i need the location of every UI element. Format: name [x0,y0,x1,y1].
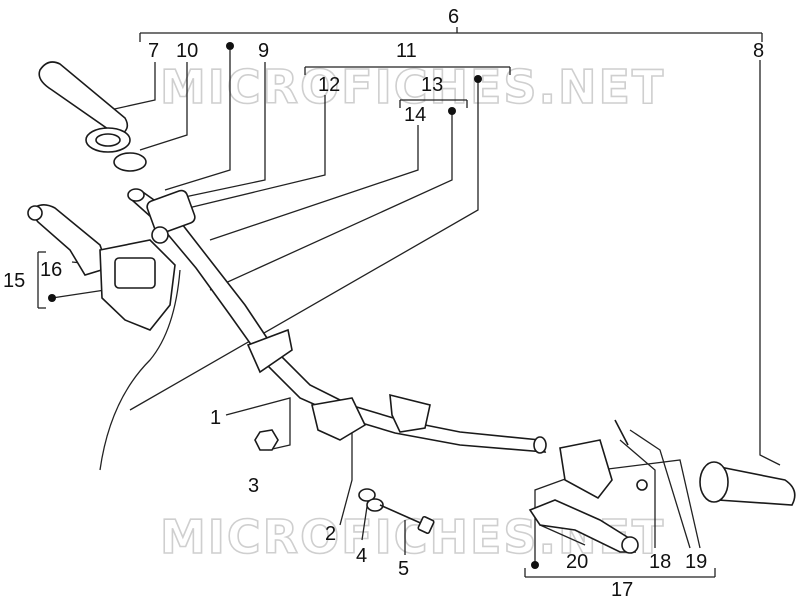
label-2: 2 [325,523,336,545]
right-lever-assembly [528,419,648,554]
switch-housing [146,189,196,244]
left-grip [38,61,131,153]
bracket-17 [524,568,716,578]
label-20: 20 [566,551,588,573]
bracket-13 [399,99,468,108]
ring-washer [113,152,147,172]
ref-dot-top [226,42,234,50]
label-8: 8 [753,40,764,62]
bracket-15 [37,251,46,309]
ref-dot-15 [48,294,56,302]
label-5: 5 [398,558,409,580]
label-13: 13 [421,74,443,96]
bracket-6 [139,27,763,42]
label-16: 16 [40,259,62,281]
label-10: 10 [176,40,198,62]
washer-4 [366,498,384,512]
bolt [379,504,435,535]
label-14: 14 [404,104,426,126]
label-19: 19 [685,551,707,573]
label-9: 9 [258,40,269,62]
brake-cable [99,269,181,471]
label-18: 18 [649,551,671,573]
nut [254,429,279,451]
ref-dot-11 [474,75,482,83]
washer-2 [358,488,376,502]
label-6: 6 [448,6,459,28]
right-grip [699,461,796,506]
label-15: 15 [3,270,25,292]
ref-dot-17 [531,561,539,569]
watermark-top: MICROFICHES.NET [160,60,665,114]
bracket-11 [304,66,511,75]
label-4: 4 [356,545,367,567]
label-3: 3 [248,475,259,497]
label-1: 1 [210,407,221,429]
master-cylinder [99,239,176,331]
label-17: 17 [611,579,633,600]
label-12: 12 [318,74,340,96]
center-clamp [246,328,431,441]
left-brake-lever [27,204,110,276]
ref-dot-13 [448,107,456,115]
label-11: 11 [396,40,417,62]
label-7: 7 [148,40,159,62]
